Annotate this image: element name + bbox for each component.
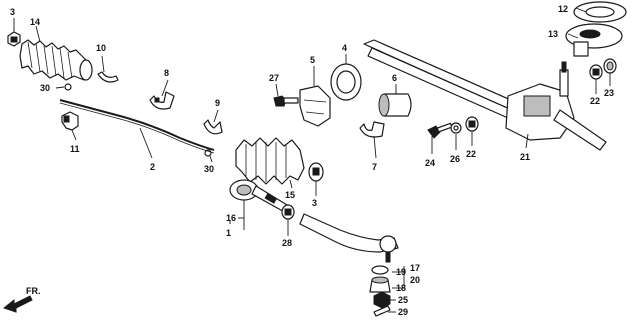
callout-9: 9 xyxy=(215,98,220,108)
callout-18: 18 xyxy=(396,283,406,293)
callout-10: 10 xyxy=(96,43,106,53)
front-direction-arrow xyxy=(2,295,33,313)
callout-29: 29 xyxy=(398,307,408,317)
callout-19: 19 xyxy=(396,267,406,277)
callout-12: 12 xyxy=(558,4,568,14)
callout-11: 11 xyxy=(70,144,80,154)
part-12-seal xyxy=(573,1,627,23)
part-15-boot xyxy=(235,137,305,185)
callout-3-right: 3 xyxy=(312,198,317,208)
part-25-castle-nut xyxy=(373,291,391,309)
callout-7: 7 xyxy=(372,162,377,172)
part-13-grommet xyxy=(565,23,623,57)
leader-lines xyxy=(13,7,611,313)
part-23-cap xyxy=(603,58,617,74)
part-19-dust-seal xyxy=(371,265,389,275)
callout-13: 13 xyxy=(548,29,558,39)
callout-28: 28 xyxy=(282,238,292,248)
callout-4: 4 xyxy=(342,43,347,53)
part-3-nut-right xyxy=(308,162,324,182)
part-24-bolt xyxy=(427,122,453,139)
callout-25: 25 xyxy=(398,295,408,305)
callout-23: 23 xyxy=(604,88,614,98)
callout-26: 26 xyxy=(450,154,460,164)
callout-labels: 3 14 10 30 11 2 8 9 30 5 4 6 7 27 24 26 … xyxy=(10,4,614,317)
part-27-bolt xyxy=(273,95,299,107)
callout-17: 17 xyxy=(410,263,420,273)
part-6-bushing xyxy=(378,93,412,117)
callout-22-right: 22 xyxy=(590,96,600,106)
part-10-clip xyxy=(97,71,119,83)
callout-16: 16 xyxy=(226,213,236,223)
callout-21: 21 xyxy=(520,152,530,162)
callout-5: 5 xyxy=(310,55,315,65)
callout-14: 14 xyxy=(30,17,40,27)
part-17-tie-rod-end xyxy=(299,213,399,263)
part-3-nut-left xyxy=(7,31,21,47)
callout-27: 27 xyxy=(269,73,279,83)
front-label: FR. xyxy=(26,286,41,296)
part-18-clip xyxy=(369,276,391,293)
part-8-clamp xyxy=(149,91,175,110)
part-16-joint xyxy=(229,179,259,201)
callout-22-center: 22 xyxy=(466,149,476,159)
callout-3-left: 3 xyxy=(10,7,15,17)
part-22-nut-center xyxy=(465,116,479,132)
callout-2: 2 xyxy=(150,162,155,172)
callout-24: 24 xyxy=(425,158,435,168)
part-21-rack-housing xyxy=(363,39,607,151)
part-14-boot xyxy=(19,39,93,81)
part-30-ring-upper xyxy=(64,83,72,91)
callout-8: 8 xyxy=(164,68,169,78)
callout-15: 15 xyxy=(285,190,295,200)
part-26-washer xyxy=(450,122,462,134)
part-7-band xyxy=(359,121,385,138)
part-11-bracket xyxy=(61,111,79,131)
part-4-bushing xyxy=(330,63,362,101)
part-22-nut-right xyxy=(589,64,603,80)
part-29-cotter-pin xyxy=(373,305,391,317)
part-28-nut xyxy=(281,204,295,220)
part-9-clip xyxy=(203,119,223,135)
part-2-pipe xyxy=(59,99,215,154)
callout-1: 1 xyxy=(226,228,231,238)
callout-20: 20 xyxy=(410,275,420,285)
callout-30-lower: 30 xyxy=(204,164,214,174)
part-5-mount-holder xyxy=(299,85,331,127)
callout-30-upper: 30 xyxy=(40,83,50,93)
callout-6: 6 xyxy=(392,73,397,83)
